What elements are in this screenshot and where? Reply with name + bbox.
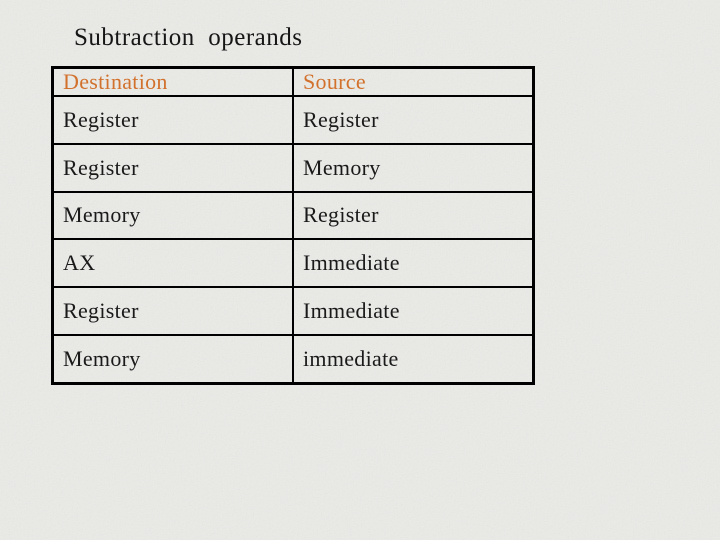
column-header-destination: Destination [51,66,294,97]
destination-cell: Register [51,95,294,145]
source-cell: Memory [292,142,535,193]
destination-cell: Memory [51,190,294,241]
source-cell: Immediate [292,286,535,336]
table-row: Register Immediate [51,286,535,336]
destination-cell: AX [51,238,294,289]
table-header-row: Destination Source [51,66,535,97]
table-row: AX Immediate [51,238,535,289]
operands-table: Destination Source Register Register Reg… [51,66,535,385]
source-cell: Register [292,190,535,241]
destination-cell: Register [51,142,294,193]
destination-cell: Register [51,286,294,336]
destination-cell: Memory [51,333,294,385]
table-row: Register Memory [51,142,535,193]
table-row: Register Register [51,95,535,145]
table-row: Memory Register [51,190,535,241]
source-cell: Register [292,95,535,145]
table-row: Memory immediate [51,333,535,385]
source-cell: Immediate [292,238,535,289]
source-cell: immediate [292,333,535,385]
slide-title: Subtraction operands [74,24,303,51]
column-header-source: Source [292,66,535,97]
